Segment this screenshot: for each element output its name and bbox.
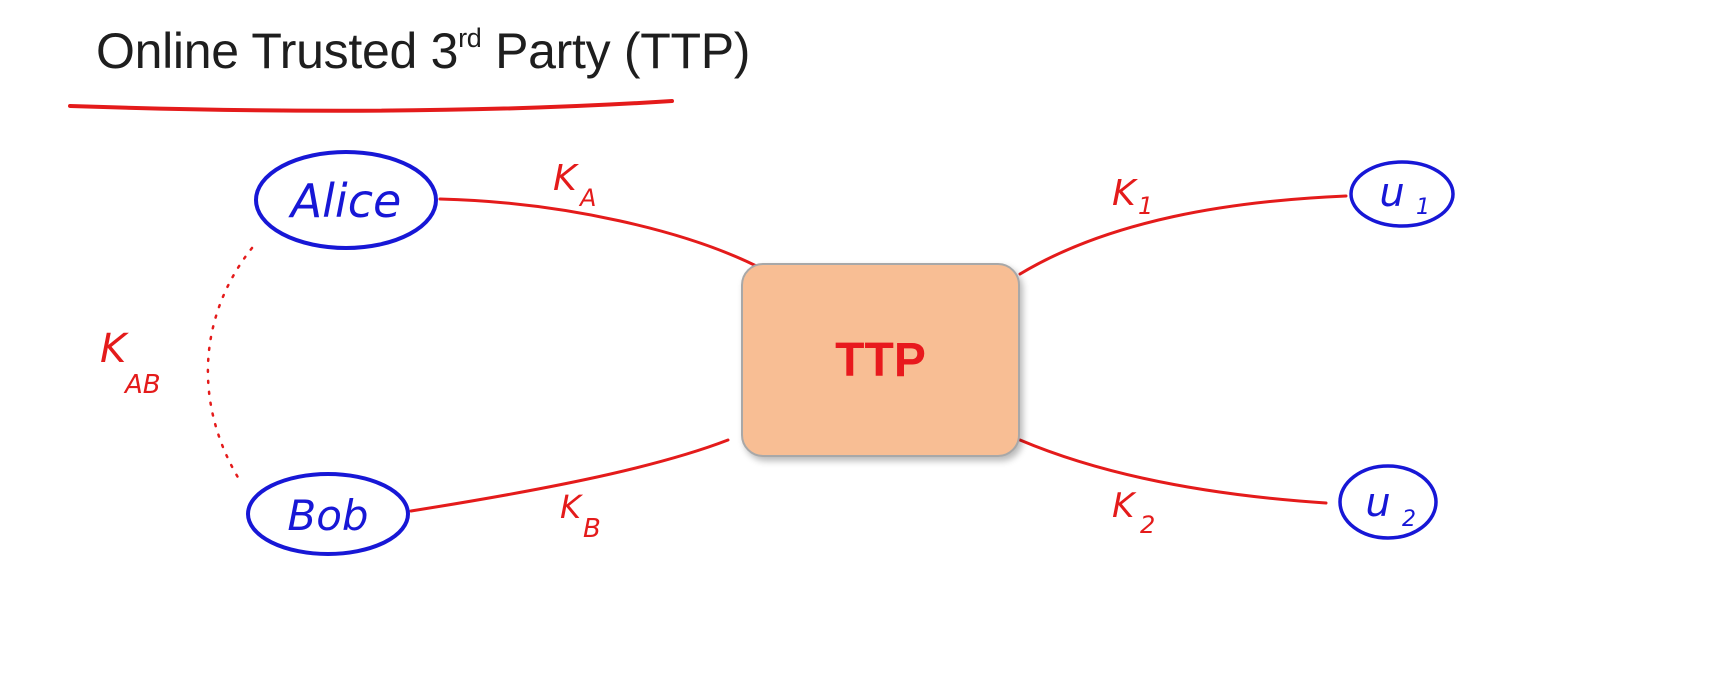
title-underline	[68, 99, 674, 113]
node-u1-subscript: 1	[1416, 195, 1430, 220]
key-k2-subscript: 2	[1140, 511, 1155, 539]
node-u2-subscript: 2	[1402, 507, 1416, 532]
node-alice-ellipse	[254, 150, 438, 250]
node-bob-ellipse	[246, 472, 410, 556]
key-kab-label: K	[100, 326, 129, 372]
title-superscript: rd	[458, 23, 482, 53]
node-u1-label: u	[1379, 170, 1404, 216]
title-rest: Party (TTP)	[481, 23, 751, 79]
title-main: Online Trusted 3	[96, 23, 459, 79]
link-alice-bob-dotted	[206, 246, 254, 486]
link-ttp-u1	[1018, 194, 1348, 276]
key-kab-subscript: AB	[123, 370, 161, 400]
node-bob-label: Bob	[287, 491, 368, 540]
link-alice-ttp	[438, 197, 770, 274]
node-alice-label: Alice	[288, 174, 402, 228]
node-u2-ellipse	[1338, 464, 1438, 540]
key-ka-subscript: A	[578, 184, 596, 212]
node-u2-label: u	[1365, 480, 1390, 526]
key-kb-subscript: B	[583, 514, 601, 544]
key-k1-label: K	[1112, 173, 1138, 214]
key-ka-label: K	[553, 158, 579, 199]
node-u1-ellipse	[1349, 160, 1455, 228]
key-k2-label: K	[1112, 486, 1137, 526]
ttp-box: TTP	[741, 263, 1020, 457]
link-ttp-u2	[1018, 438, 1328, 505]
key-k1-subscript: 1	[1138, 192, 1153, 220]
key-kb-label: K	[560, 488, 584, 526]
ttp-label: TTP	[835, 333, 926, 387]
link-bob-ttp	[409, 438, 730, 513]
slide-title: Online Trusted 3rd Party (TTP)	[96, 22, 750, 80]
